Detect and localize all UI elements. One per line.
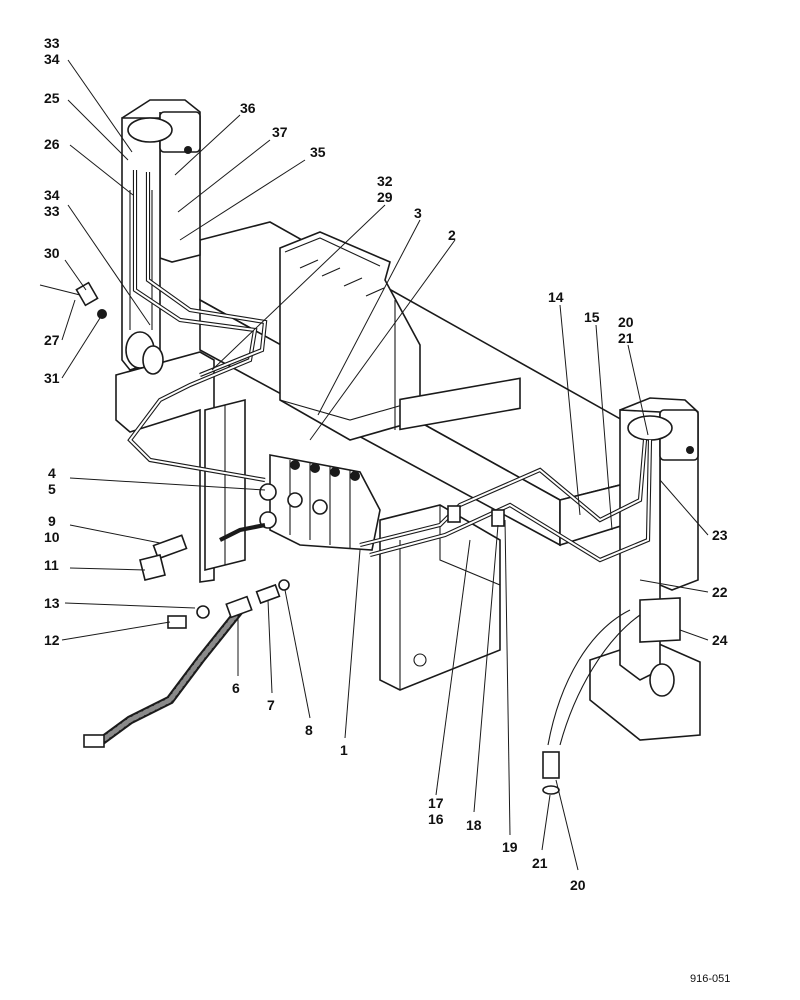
callout-24: 24 bbox=[712, 632, 728, 648]
callout-33: 33 bbox=[44, 203, 60, 219]
callout-31: 31 bbox=[44, 370, 60, 386]
callout-37: 37 bbox=[272, 124, 288, 140]
callout-4: 4 bbox=[48, 465, 56, 481]
leader-lines bbox=[39, 59, 709, 871]
callout-29: 29 bbox=[377, 189, 393, 205]
callout-16: 16 bbox=[428, 811, 444, 827]
callout-27: 27 bbox=[44, 332, 60, 348]
centre-mount bbox=[279, 231, 521, 441]
callout-21: 21 bbox=[532, 855, 548, 871]
callout-12: 12 bbox=[44, 632, 60, 648]
fittings bbox=[75, 281, 560, 795]
callout-20: 20 bbox=[570, 877, 586, 893]
callout-14: 14 bbox=[548, 289, 564, 305]
callout-13: 13 bbox=[44, 595, 60, 611]
callout-26: 26 bbox=[44, 136, 60, 152]
callout-34: 34 bbox=[44, 187, 60, 203]
left-lift-column bbox=[121, 99, 201, 375]
callout-2: 2 bbox=[448, 227, 456, 243]
control-valve bbox=[259, 454, 381, 551]
callout-19: 19 bbox=[502, 839, 518, 855]
hydraulic-pipes bbox=[127, 170, 653, 563]
callout-21: 21 bbox=[618, 330, 634, 346]
callout-labels: 33 34 25 26 36 37 35 32 29 3 2 34 33 30 … bbox=[44, 35, 728, 893]
callout-9: 9 bbox=[48, 513, 56, 529]
callout-6: 6 bbox=[232, 680, 240, 696]
callout-32: 32 bbox=[377, 173, 393, 189]
hoses bbox=[95, 605, 641, 747]
callout-7: 7 bbox=[267, 697, 275, 713]
callout-17: 17 bbox=[428, 795, 444, 811]
callout-11: 11 bbox=[44, 557, 59, 573]
callout-34: 34 bbox=[44, 51, 60, 67]
callout-36: 36 bbox=[240, 100, 256, 116]
callout-30: 30 bbox=[44, 245, 60, 261]
drawing-reference: 916-051 bbox=[690, 973, 730, 985]
callout-33: 33 bbox=[44, 35, 60, 51]
callout-20: 20 bbox=[618, 314, 634, 330]
callout-3: 3 bbox=[414, 205, 422, 221]
callout-1: 1 bbox=[340, 742, 348, 758]
callout-10: 10 bbox=[44, 529, 60, 545]
callout-35: 35 bbox=[310, 144, 326, 160]
callout-25: 25 bbox=[44, 90, 60, 106]
callout-23: 23 bbox=[712, 527, 728, 543]
callout-15: 15 bbox=[584, 309, 600, 325]
callout-5: 5 bbox=[48, 481, 56, 497]
callout-22: 22 bbox=[712, 584, 728, 600]
callout-8: 8 bbox=[305, 722, 313, 738]
callout-18: 18 bbox=[466, 817, 482, 833]
